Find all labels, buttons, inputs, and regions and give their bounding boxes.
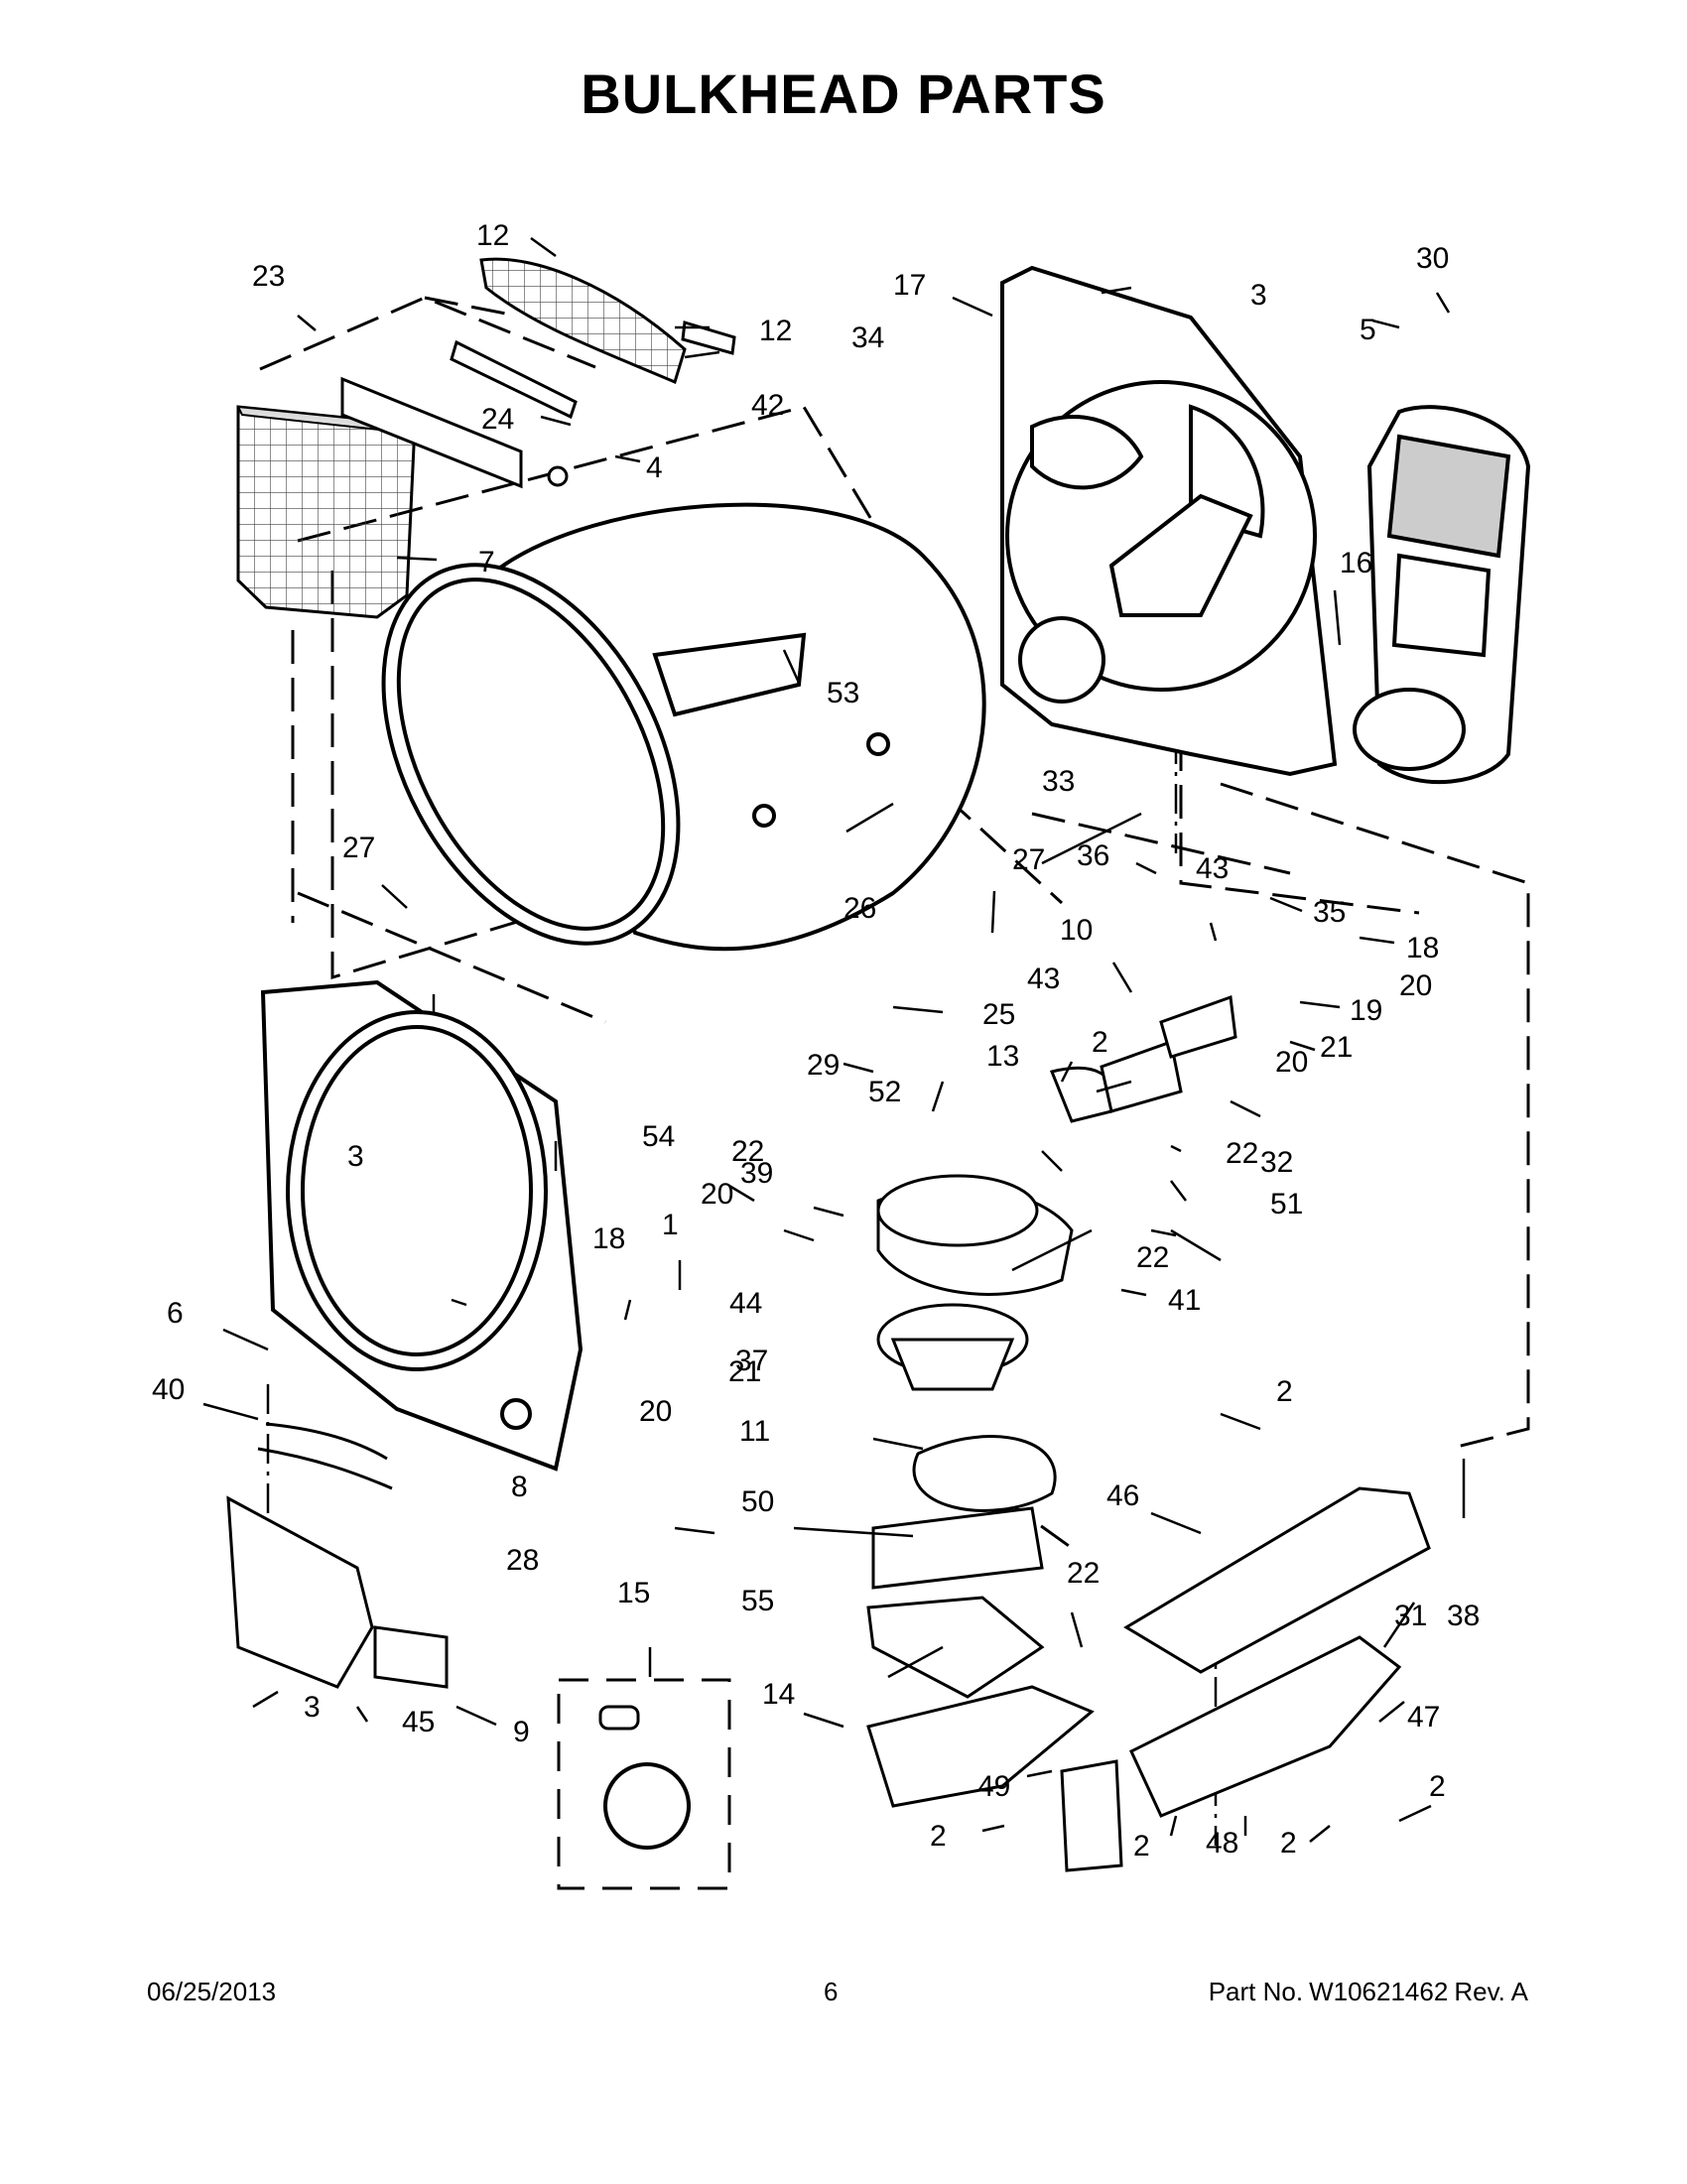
callout: 49 [977,1770,1010,1803]
callout: 22 [731,1135,764,1168]
callout: 2 [1092,1026,1108,1059]
callout: 3 [304,1691,321,1724]
callout: 17 [893,269,926,302]
callout: 50 [741,1485,774,1518]
callout: 2 [930,1820,947,1853]
callout: 16 [1340,547,1372,579]
callout: 5 [1360,314,1376,346]
footer-page-number: 6 [824,1977,839,2006]
callout: 43 [1027,963,1060,995]
callout: 2 [1280,1827,1297,1860]
callout: 14 [762,1678,795,1711]
callout: 13 [986,1040,1019,1073]
callout: 38 [1447,1600,1480,1632]
callout: 48 [1206,1827,1238,1860]
callout: 37 [735,1345,768,1377]
callout: 46 [1106,1479,1139,1512]
heater-housing [866,1486,1431,1872]
callout: 12 [759,315,792,347]
parts-kit [557,1678,731,1890]
callout: 29 [807,1049,840,1082]
callout: 1 [662,1209,679,1241]
callout: 18 [592,1222,625,1255]
callout: 41 [1168,1284,1201,1317]
callout: 12 [476,219,509,252]
callout: 36 [1077,839,1109,872]
callout: 22 [1226,1137,1258,1170]
lint-screen [236,405,418,619]
callout: 18 [1406,932,1439,964]
callout: 20 [639,1395,672,1428]
rear-bulkhead [1000,265,1338,777]
callout: 20 [701,1178,733,1211]
callout: 11 [739,1415,770,1448]
page-title: BULKHEAD PARTS [581,63,1106,125]
callout: 40 [152,1373,185,1406]
callout: 8 [511,1471,528,1503]
callout: 21 [728,1355,761,1388]
callout: 54 [642,1120,675,1153]
callout: 2 [1429,1770,1446,1803]
callout: 10 [1060,914,1093,947]
callout: 4 [646,451,663,484]
callout: 3 [1250,279,1267,312]
callout: 39 [740,1157,773,1190]
callout: 23 [252,260,285,293]
callout: 25 [982,998,1015,1031]
callout: 27 [1012,843,1045,876]
callout: 45 [402,1706,435,1738]
callout: 21 [1320,1031,1353,1064]
part-number: W10621462 [1309,1977,1449,2006]
callout: 2 [1276,1375,1293,1408]
revision: Rev. A [1454,1977,1528,2006]
callout: 22 [1136,1241,1169,1274]
callout: 42 [751,389,784,422]
callout: 24 [481,403,514,436]
callout: 15 [617,1577,650,1609]
front-bulkhead [260,979,584,1472]
callout: 6 [167,1297,184,1330]
callout: 35 [1313,896,1346,929]
callout: 30 [1416,242,1449,275]
callout: 22 [1067,1557,1100,1590]
callout: 31 [1394,1600,1427,1632]
callout: 53 [827,677,859,709]
callout: 55 [741,1585,774,1617]
callout: 2 [1133,1830,1150,1863]
callouts: 12 23 12 34 42 24 4 7 17 3 30 5 16 53 27… [152,219,1480,1863]
callout: 27 [342,832,375,864]
callout: 34 [851,321,884,354]
callout: 52 [868,1076,901,1108]
drum [381,502,986,952]
callout: 9 [513,1716,530,1748]
callout: 7 [478,546,495,578]
lint-duct-parts [340,257,736,489]
leader-lines [202,236,1466,1843]
footer-date: 06/25/2013 [147,1977,277,2006]
callout: 44 [729,1287,762,1320]
callout: 20 [1275,1046,1308,1079]
callout: 47 [1407,1701,1440,1734]
callout: 28 [506,1544,539,1577]
callout: 26 [844,892,876,925]
callout: 51 [1270,1188,1303,1220]
callout: 19 [1350,994,1382,1027]
lower-front-parts [226,1422,449,1689]
callout: 20 [1399,969,1432,1002]
callout: 3 [347,1140,364,1173]
part-label: Part No. [1208,1977,1304,2006]
callout: 43 [1196,852,1229,885]
callout: 32 [1260,1146,1293,1179]
rear-exhaust-panel [1353,405,1531,785]
callout: 33 [1042,765,1075,798]
blower-assembly [866,994,1237,1699]
